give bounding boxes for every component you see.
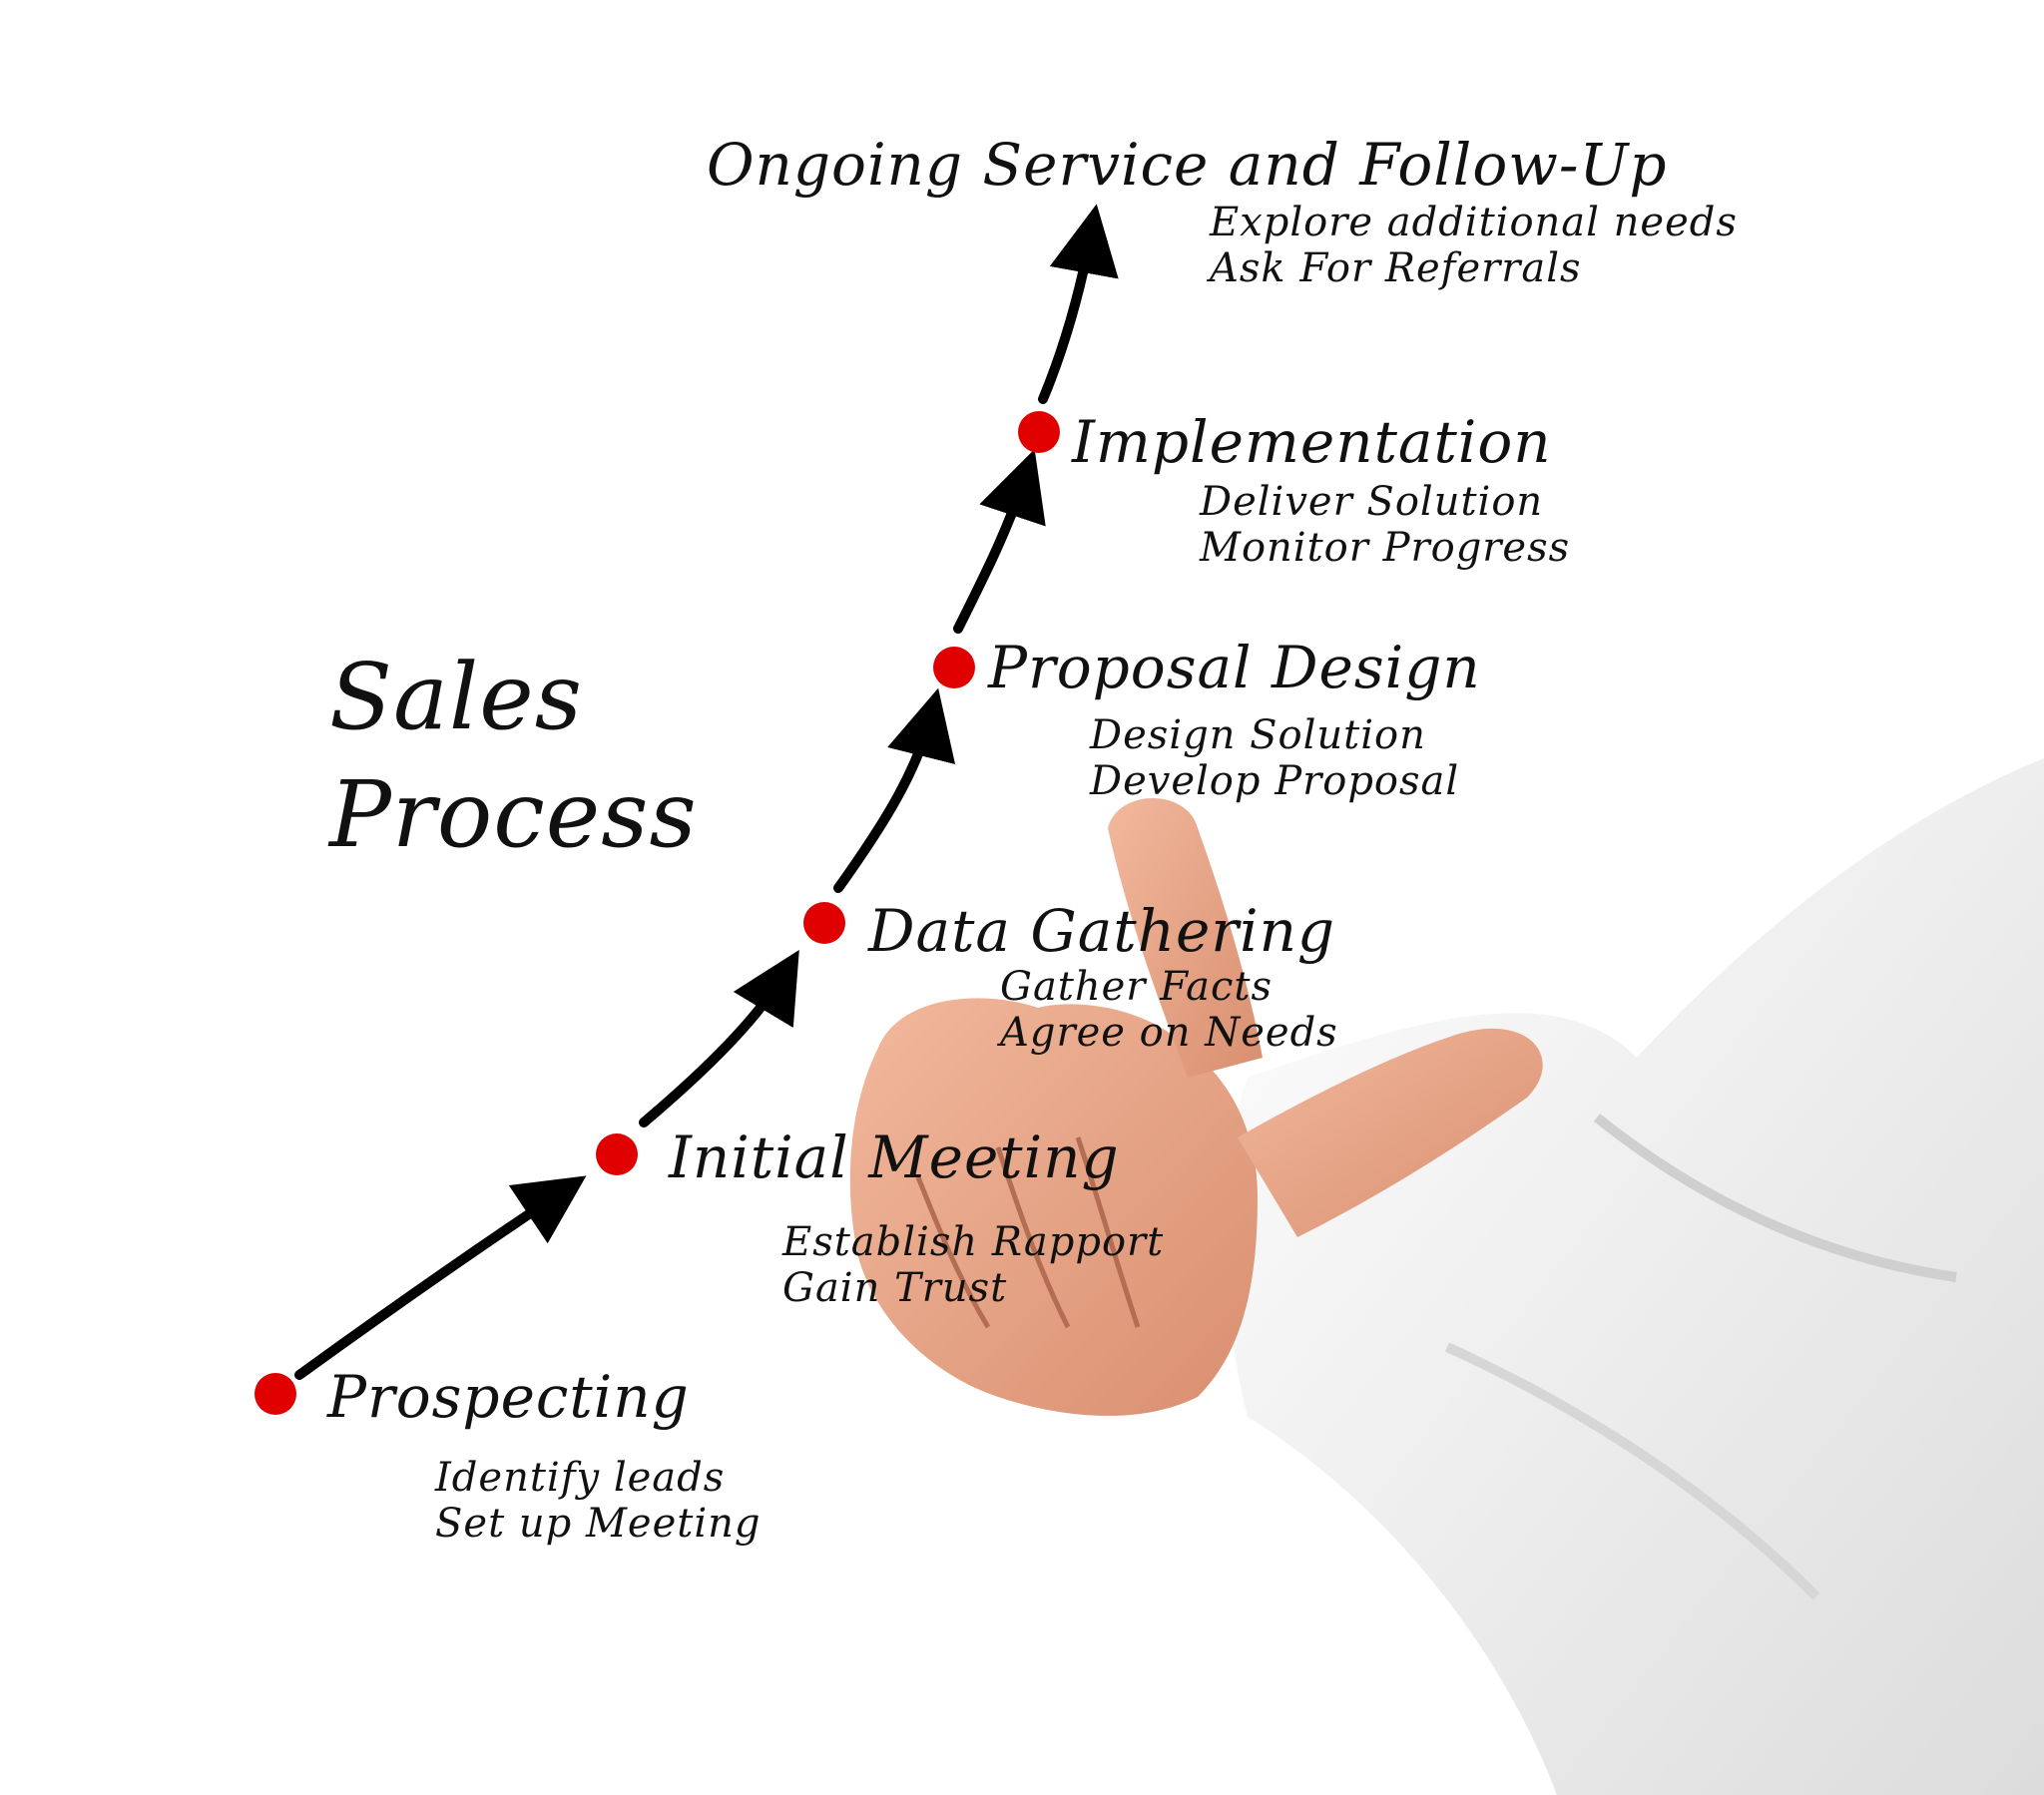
- sleeve-shape: [1225, 758, 2044, 1795]
- step-desc-prospecting: Identify leads Set up Meeting: [435, 1455, 761, 1547]
- diagram-title-line2: Process: [329, 761, 698, 868]
- index-finger-shape: [1108, 798, 1263, 1078]
- step-desc-line: Monitor Progress: [1200, 525, 1571, 571]
- step-desc-line: Gather Facts: [1000, 964, 1274, 1010]
- step-desc-line: Ask For Referrals: [1210, 245, 1582, 291]
- step-title-data-gathering: Data Gathering: [868, 897, 1336, 965]
- step-title-implementation: Implementation: [1072, 408, 1552, 476]
- step-desc-ongoing-service: Explore additional needs Ask For Referra…: [1210, 200, 1738, 291]
- step-desc-line: Gain Trust: [782, 1265, 1008, 1311]
- step-desc-line: Establish Rapport: [782, 1219, 1165, 1265]
- step-dot-data-gathering: [803, 902, 845, 944]
- step-desc-line: Agree on Needs: [1000, 1010, 1338, 1056]
- step-desc-implementation: Deliver Solution Monitor Progress: [1200, 479, 1570, 571]
- arrow-initial-meeting-to-data-gathering: [639, 949, 799, 1127]
- arrow-prospecting-to-initial-meeting: [294, 1175, 587, 1380]
- step-desc-data-gathering: Gather Facts Agree on Needs: [1000, 964, 1338, 1056]
- step-desc-line: Identify leads: [435, 1455, 726, 1501]
- step-desc-line: Design Solution: [1090, 712, 1426, 758]
- step-desc-line: Develop Proposal: [1090, 758, 1460, 804]
- diagram-title-line1: Sales: [329, 644, 583, 750]
- thumb-shape: [1238, 1028, 1543, 1237]
- step-dot-implementation: [1018, 411, 1060, 453]
- step-title-initial-meeting: Initial Meeting: [669, 1123, 1120, 1191]
- hand-shape: [849, 998, 1258, 1416]
- diagram-title: Sales Process: [329, 639, 698, 874]
- step-dot-initial-meeting: [596, 1133, 638, 1175]
- arrow-implementation-to-ongoing-service: [1038, 204, 1119, 404]
- step-desc-proposal-design: Design Solution Develop Proposal: [1090, 712, 1459, 804]
- step-dot-proposal-design: [933, 647, 975, 688]
- step-title-ongoing-service: Ongoing Service and Follow-Up: [707, 131, 1668, 199]
- step-title-prospecting: Prospecting: [327, 1363, 690, 1431]
- arrow-data-gathering-to-proposal-design: [833, 687, 956, 893]
- step-title-proposal-design: Proposal Design: [988, 634, 1481, 701]
- step-dot-prospecting: [255, 1373, 296, 1415]
- step-desc-line: Set up Meeting: [435, 1501, 762, 1547]
- step-desc-line: Explore additional needs: [1210, 200, 1738, 245]
- step-desc-initial-meeting: Establish Rapport Gain Trust: [782, 1219, 1164, 1311]
- step-desc-line: Deliver Solution: [1200, 479, 1544, 525]
- arrow-proposal-design-to-implementation: [953, 449, 1046, 634]
